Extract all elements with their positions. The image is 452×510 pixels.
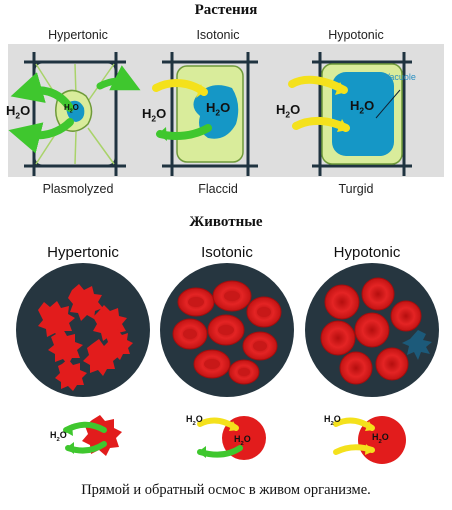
water-label: H2O bbox=[234, 434, 251, 447]
hypertonic-dish bbox=[16, 263, 150, 397]
water-label: H2O bbox=[186, 414, 203, 427]
water-label: H2O bbox=[142, 106, 167, 124]
water-label: H2O bbox=[350, 98, 375, 116]
animals-title: Животные bbox=[189, 214, 263, 230]
crenated-cell bbox=[103, 329, 133, 360]
hypotonic-single-cell bbox=[333, 416, 406, 464]
vacuole bbox=[332, 72, 394, 156]
water-label: H2O bbox=[64, 103, 79, 115]
flaccid-plant-cell bbox=[152, 52, 258, 176]
turgid-plant-cell bbox=[288, 52, 412, 176]
crenated-cell bbox=[38, 301, 75, 339]
water-label: H2O bbox=[6, 103, 31, 121]
animal-hypotonic-label: Hypotonic bbox=[333, 244, 401, 261]
water-label: H2O bbox=[206, 100, 231, 118]
plants-title: Растения bbox=[194, 2, 258, 18]
animal-hypertonic-label: Hypertonic bbox=[47, 244, 119, 261]
flaccid-label: Flaccid bbox=[198, 182, 238, 196]
water-label: H2O bbox=[324, 414, 341, 427]
crenated-cell bbox=[68, 284, 103, 321]
cell-centers bbox=[183, 291, 271, 376]
lysed-cell-burst bbox=[402, 330, 432, 360]
water-label: H2O bbox=[276, 102, 301, 120]
isotonic-single-cell bbox=[197, 416, 266, 460]
water-label: H2O bbox=[50, 430, 67, 443]
animal-isotonic-label: Isotonic bbox=[201, 244, 253, 261]
plasmolyzed-label: Plasmolyzed bbox=[42, 182, 114, 196]
plant-hypotonic-label: Hypotonic bbox=[328, 28, 384, 42]
vacuole-label: Vacuole bbox=[384, 72, 416, 82]
plant-hypertonic-label: Hypertonic bbox=[48, 28, 108, 42]
isotonic-dish bbox=[160, 263, 294, 397]
hypotonic-dish bbox=[305, 263, 439, 397]
plant-isotonic-label: Isotonic bbox=[196, 28, 240, 42]
turgid-label: Turgid bbox=[338, 182, 374, 196]
hypertonic-single-cell bbox=[63, 415, 122, 456]
crenated-cell bbox=[48, 329, 83, 365]
crenated-cell bbox=[55, 359, 87, 391]
swollen-blood-cells bbox=[320, 277, 422, 385]
water-label: H2O bbox=[372, 432, 389, 445]
plasmolyzed-plant-cell bbox=[8, 52, 141, 176]
figure-caption: Прямой и обратный осмос в живом организм… bbox=[81, 482, 371, 498]
